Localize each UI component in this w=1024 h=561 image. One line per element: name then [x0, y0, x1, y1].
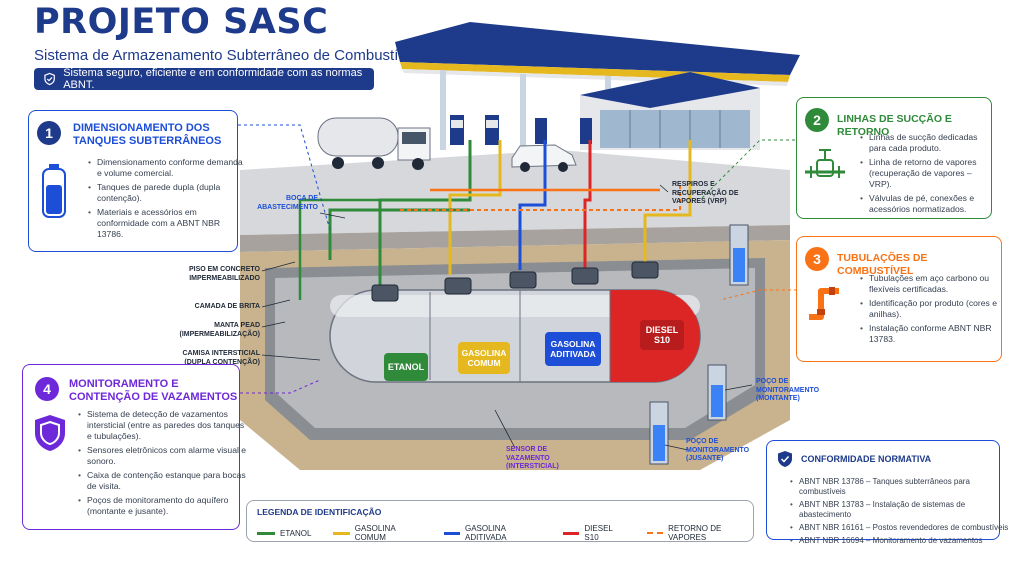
- tank-label-gasolina-aditivada: GASOLINA ADITIVADA: [545, 332, 601, 366]
- store-building: [580, 72, 760, 150]
- legend-items: ETANOL GASOLINA COMUM GASOLINA ADITIVADA…: [257, 524, 753, 542]
- card-list: Tubulações em aço carbono ou flexíveis c…: [857, 273, 1009, 348]
- leader-lines: [261, 184, 753, 451]
- legend-item-diesel: DIESEL S10: [563, 524, 625, 542]
- label-camada-brita: CAMADA DE BRITA: [194, 303, 260, 310]
- fuel-pumps: [450, 115, 592, 145]
- valve-icon: [805, 149, 845, 178]
- card-number: 2: [805, 108, 829, 132]
- compliance-banner: Sistema seguro, eficiente e em conformid…: [34, 67, 374, 91]
- fuel-pipes: [298, 140, 692, 300]
- card-number: 4: [35, 377, 59, 401]
- label-respiros: RESPIROS E RECUPERAÇÃO DE VAPORES (VRP): [672, 181, 739, 205]
- card-list: Dimensionamento conforme demanda e volum…: [85, 157, 245, 243]
- shield-check-icon: [44, 72, 55, 86]
- shield-icon: [35, 415, 65, 451]
- label-camisa-intersticial: CAMISA INTERSTICIAL (DUPLA CONTENÇÃO): [182, 350, 260, 366]
- card-list: Linhas de sucção dedicadas para cada pro…: [857, 132, 997, 218]
- page-subtitle: Sistema de Armazenamento Subterrâneo de …: [34, 47, 426, 64]
- label-poco-montante: POÇO DE MONITORAMENTO (MONTANTE): [756, 378, 820, 402]
- tank-icon: [42, 164, 66, 218]
- card-number: 1: [37, 121, 61, 145]
- label-poco-jusante: POÇO DE MONITORAMENTO (JUSANTE): [686, 438, 750, 462]
- tank-label-diesel: DIESEL S10: [640, 320, 684, 350]
- monitoring-wells: [649, 224, 749, 465]
- card-tubulacoes: 3 TUBULAÇÕES DE COMBUSTÍVEL Tubulações e…: [796, 236, 1002, 362]
- label-manta-pead: MANTA PEAD (IMPERMEABILIZAÇÃO): [179, 322, 261, 338]
- pipe-icon: [809, 287, 839, 320]
- norms-box: CONFORMIDADE NORMATIVA ABNT NBR 13786 – …: [766, 440, 1008, 546]
- banner-text: Sistema seguro, eficiente e em conformid…: [63, 67, 363, 91]
- card-linhas-succao: 2 LINHAS DE SUCÇÃO E RETORNO Linhas de s…: [796, 97, 992, 219]
- tank-label-gasolina-comum: GASOLINA COMUM: [458, 342, 510, 374]
- tanker-truck: [317, 117, 431, 170]
- legend-item-gasolina-comum: GASOLINA COMUM: [333, 524, 421, 542]
- card-list: Sistema de detecção de vazamentos inters…: [75, 409, 249, 520]
- legend-item-retorno-vapores: RETORNO DE VAPORES: [646, 524, 753, 542]
- legend-item-etanol: ETANOL: [257, 524, 311, 542]
- shield-check-icon: [778, 451, 792, 467]
- norms-list: ABNT NBR 13786 – Tanques subterrâneos pa…: [787, 477, 1009, 549]
- label-boca-abastecimento: BOCA DE ABASTECIMENTO: [257, 195, 318, 211]
- norms-title: CONFORMIDADE NORMATIVA: [801, 454, 932, 464]
- legend-title: LEGENDA DE IDENTIFICAÇÃO: [257, 507, 382, 517]
- page-title: PROJETO SASC: [34, 2, 329, 42]
- label-sensor-vazamento: SENSOR DE VAZAMENTO (INTERSTICIAL): [506, 446, 559, 470]
- label-piso-concreto: PISO EM CONCRETO IMPERMEABILIZADO: [188, 266, 260, 282]
- tank-label-etanol: ETANOL: [384, 353, 428, 381]
- legend-box: LEGENDA DE IDENTIFICAÇÃO ETANOL GASOLINA…: [246, 500, 754, 542]
- legend-item-gasolina-aditivada: GASOLINA ADITIVADA: [443, 524, 541, 542]
- card-number: 3: [805, 247, 829, 271]
- card-connectors: [238, 124, 797, 394]
